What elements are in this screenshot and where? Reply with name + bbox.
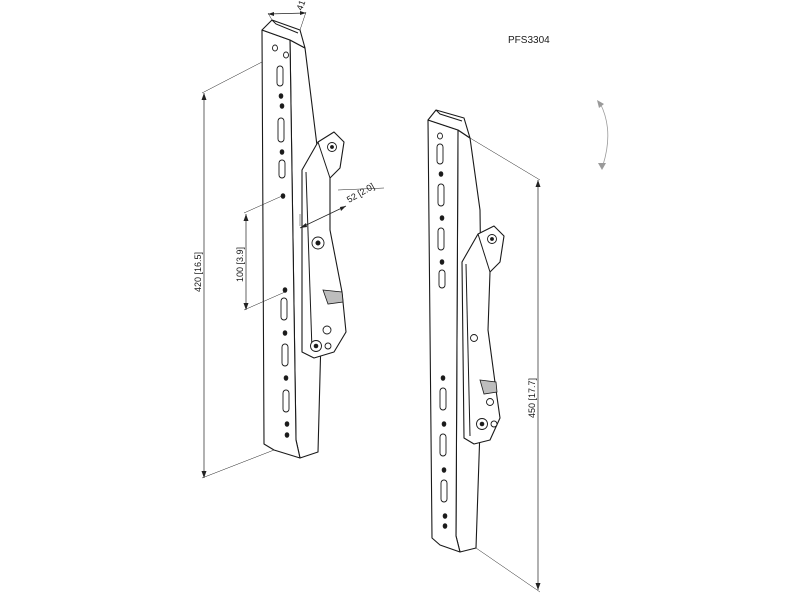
dimension-rail-width: 41 [1.6] (267, 0, 314, 31)
dimension-label-right-height: 450 [17.7] (527, 378, 537, 418)
dimension-label-rail-width: 41 [1.6] (294, 0, 314, 12)
left-screen-bracket (301, 131, 347, 359)
left-rail-holes (272, 44, 290, 438)
right-screen-bracket (461, 225, 505, 445)
left-wall-rail (261, 19, 347, 459)
dimension-right-height: 450 [17.7] (469, 137, 541, 593)
dimension-left-height: 420 [16.5] (193, 61, 275, 479)
dimension-hole-spacing: 100 [3.9] (235, 195, 286, 311)
dimension-label-hole-spacing: 100 [3.9] (235, 247, 245, 282)
dimension-label-left-height: 420 [16.5] (193, 252, 203, 292)
right-rail-holes (436, 132, 448, 529)
rotation-arrow-icon (597, 100, 609, 170)
dimension-label-bracket-offset: 52 [2.0] (345, 181, 376, 205)
right-wall-rail (427, 109, 505, 553)
model-label: PFS3304 (508, 35, 550, 46)
